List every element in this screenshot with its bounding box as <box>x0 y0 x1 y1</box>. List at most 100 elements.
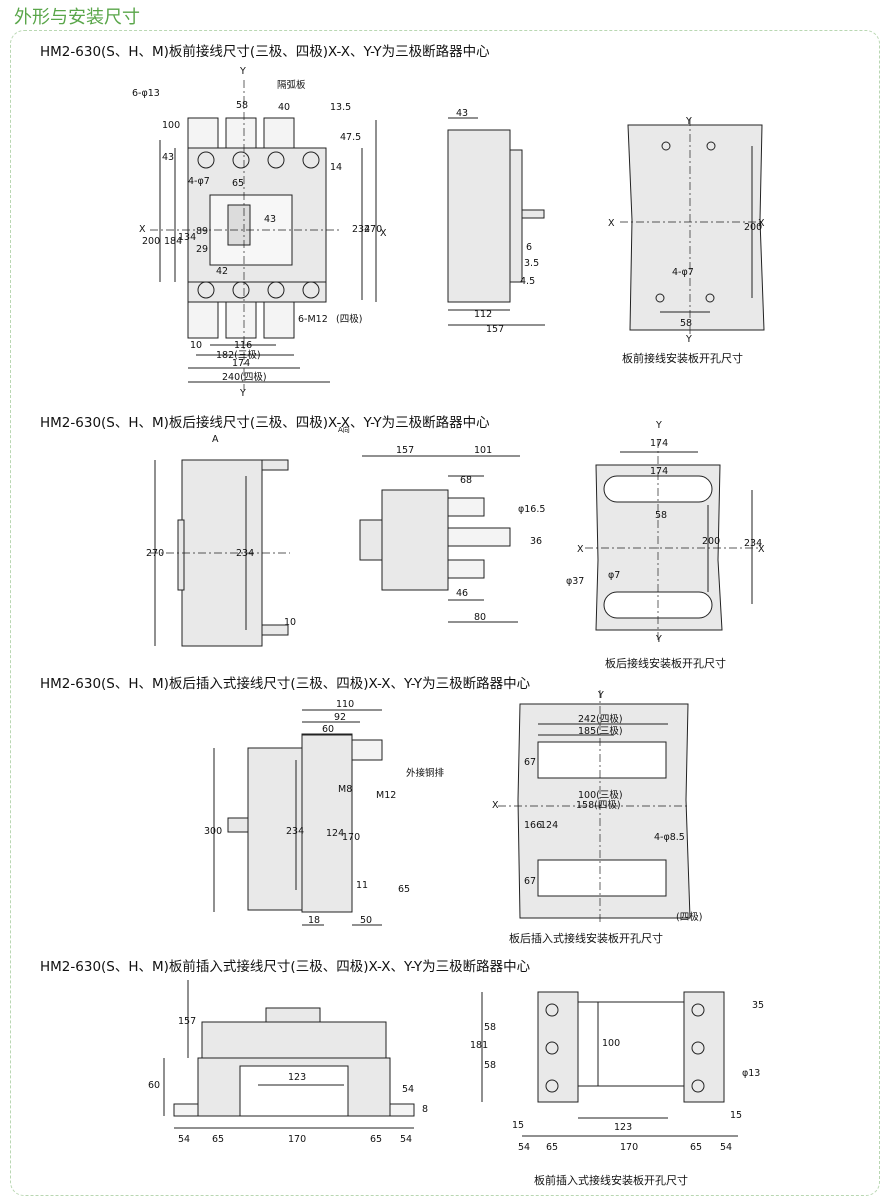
dim-label: 174 <box>650 438 668 449</box>
dim-label: 50 <box>360 915 372 926</box>
dim-label: φ16.5 <box>518 504 545 515</box>
dim-label: 58 <box>484 1022 496 1033</box>
s1-front-view <box>150 80 377 390</box>
dim-label: 10 <box>284 617 296 628</box>
dim-label: 6-φ13 <box>132 88 160 99</box>
dim-label: 58 <box>484 1060 496 1071</box>
section-3-caption: 板后插入式接线安装板开孔尺寸 <box>509 932 663 945</box>
dim-label: 240(四极) <box>222 371 267 383</box>
dim-label: 65 <box>370 1134 382 1145</box>
dim-label: Y <box>597 690 604 701</box>
dim-label: X <box>758 544 765 555</box>
dim-label: 18 <box>308 915 320 926</box>
content-frame <box>10 30 880 1196</box>
dim-label: φ7 <box>608 570 620 581</box>
dim-label: 65 <box>690 1142 702 1153</box>
dim-label: 65 <box>212 1134 224 1145</box>
dim-label: 234 <box>744 538 762 549</box>
dim-label: 46 <box>456 588 468 599</box>
dim-label: 54 <box>518 1142 530 1153</box>
dim-label: 242(四极) <box>578 713 623 725</box>
dim-label: 174 <box>232 358 250 369</box>
dim-label: 43 <box>264 214 276 225</box>
dim-label: 外接铜排 <box>406 767 445 779</box>
dim-label: 200 <box>744 222 762 233</box>
dim-label: 58 <box>680 318 692 329</box>
dim-label: 100 <box>602 1038 620 1049</box>
dim-label: 124 <box>326 828 344 839</box>
dim-label: 35 <box>752 1000 764 1011</box>
dim-label: 29 <box>196 244 208 255</box>
dim-label: 15 <box>730 1110 742 1121</box>
dim-label: A向 <box>338 425 350 434</box>
dim-label: 123 <box>614 1122 632 1133</box>
dim-label: 170 <box>620 1142 638 1153</box>
section-2-heading: HM2-630(S、H、M)板后接线尺寸(三极、四极)X-X、Y-Y为三极断路器… <box>40 415 490 431</box>
dim-label: 200 <box>142 236 160 247</box>
dim-label: 100(三极) <box>578 789 623 801</box>
dim-label: 58 <box>236 100 248 111</box>
dim-label: (四极) <box>676 911 702 923</box>
dim-label: 43 <box>162 152 174 163</box>
dim-label: 54 <box>178 1134 190 1145</box>
dim-label: X <box>758 218 765 229</box>
dim-label: 3.5 <box>524 258 539 269</box>
dim-label: 184 <box>164 236 182 247</box>
dim-label: 170 <box>288 1134 306 1145</box>
dim-label: 300 <box>204 826 222 837</box>
dim-label: 101 <box>474 445 492 456</box>
dim-label: 157 <box>396 445 414 456</box>
dim-label: 65 <box>232 178 244 189</box>
dim-label: (四极) <box>336 313 362 325</box>
dim-label: X <box>577 544 584 555</box>
dim-label: 182(三极) <box>216 349 261 361</box>
dim-label: X <box>139 224 146 235</box>
dim-label: 54 <box>402 1084 414 1095</box>
dim-label: 13.5 <box>330 102 351 113</box>
s2-panel <box>585 440 760 640</box>
dim-label: 58 <box>655 510 667 521</box>
dim-label: 158(四极) <box>576 799 621 811</box>
dim-label: 80 <box>474 612 486 623</box>
dim-label: M8 <box>338 784 352 795</box>
dim-label: 234 <box>236 548 254 559</box>
dim-label: 157 <box>178 1016 196 1027</box>
section-4-caption: 板前插入式接线安装板开孔尺寸 <box>534 1174 688 1187</box>
dim-label: 4.5 <box>520 276 535 287</box>
section-3-heading: HM2-630(S、H、M)板后插入式接线尺寸(三极、四极)X-X、Y-Y为三极… <box>40 676 531 692</box>
dim-label: 4-φ7 <box>672 267 694 278</box>
dim-label: X <box>608 218 615 229</box>
dim-label: 60 <box>148 1080 160 1091</box>
dim-label: 65 <box>398 884 410 895</box>
dim-label: φ13 <box>742 1068 760 1079</box>
dim-label: 8 <box>422 1104 428 1115</box>
dim-label: X <box>492 800 499 811</box>
page-title: 外形与安装尺寸 <box>14 7 140 28</box>
dim-label: 270 <box>146 548 164 559</box>
dim-label: 124 <box>540 820 558 831</box>
dim-label: 174 <box>650 466 668 477</box>
dim-label: 42 <box>216 266 228 277</box>
section-1-caption: 板前接线安装板开孔尺寸 <box>622 352 743 365</box>
dim-label: M12 <box>376 790 396 801</box>
dim-label: 181 <box>470 1040 488 1051</box>
dim-label: 110 <box>336 699 354 710</box>
dim-label: A <box>212 434 219 445</box>
section-1-heading: HM2-630(S、H、M)板前接线尺寸(三极、四极)X-X、Y-Y为三极断路器… <box>40 44 490 60</box>
dim-label: 隔弧板 <box>277 79 306 91</box>
dim-label: 200 <box>702 536 720 547</box>
s2-side-view <box>359 455 520 623</box>
dim-label: 67 <box>524 757 536 768</box>
dim-label: 170 <box>342 832 360 843</box>
dim-label: Y <box>239 388 246 399</box>
dim-label: 11 <box>356 880 368 891</box>
dim-label: 6 <box>526 242 532 253</box>
dim-label: 92 <box>334 712 346 723</box>
dim-label: Y <box>655 420 662 431</box>
dim-label: 6-M12 <box>298 314 328 325</box>
dim-label: Y <box>239 66 246 77</box>
section-2-caption: 板后接线安装板开孔尺寸 <box>605 657 726 670</box>
s4-panel <box>481 991 738 1137</box>
dim-label: 68 <box>460 475 472 486</box>
